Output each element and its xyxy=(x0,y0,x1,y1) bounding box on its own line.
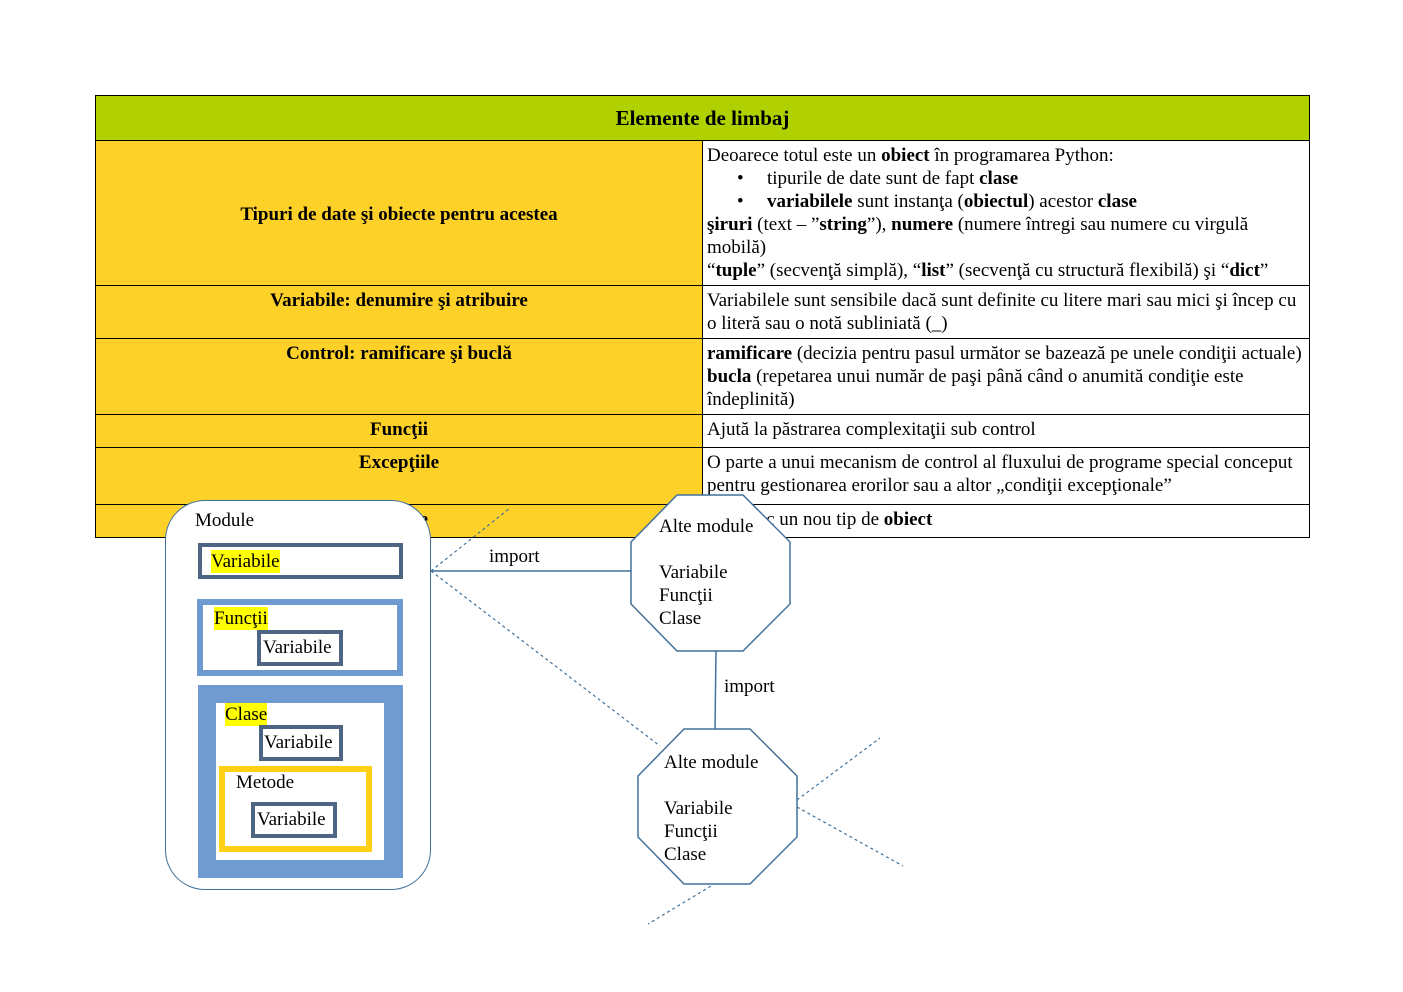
desc-bold: obiectul xyxy=(963,191,1029,212)
desc-bold: dict xyxy=(1229,260,1260,281)
row-desc-exceptions: O parte a unui mecanism de control al fl… xyxy=(702,447,1310,505)
table-row: Variabile: denumire şi atribuire Variabi… xyxy=(95,285,1310,339)
desc-bold: bucla xyxy=(707,366,752,387)
classes-label: Clase xyxy=(225,703,268,726)
desc-bold: numere xyxy=(891,214,954,235)
methods-inner: Metode Variabile xyxy=(225,772,366,846)
desc-text: “ xyxy=(707,260,716,281)
desc-bold: şiruri xyxy=(707,214,753,235)
desc-text: ) acestor xyxy=(1028,191,1098,212)
desc-bold: ramificare xyxy=(707,343,793,364)
variables-label: Variabile xyxy=(257,809,326,830)
row-label-control: Control: ramificare şi buclă xyxy=(95,338,703,415)
methods-label: Metode xyxy=(236,772,295,793)
other-modules-item: Funcţii xyxy=(664,821,718,842)
table-title: Elemente de limbaj xyxy=(95,95,1310,141)
desc-bold: clase xyxy=(979,168,1019,189)
variables-box: Variabile xyxy=(198,543,403,579)
table-row: Excepţiile O parte a unui mecanism de co… xyxy=(95,447,1310,505)
import-label: import xyxy=(724,676,775,697)
dashed-connector xyxy=(796,737,881,801)
desc-bold: obiect xyxy=(881,145,930,166)
other-modules-item: Variabile xyxy=(659,562,728,583)
variables-label: Variabile xyxy=(211,550,280,573)
desc-text: ” (secvenţă cu structură flexibilă) şi “ xyxy=(945,260,1230,281)
desc-bold: clase xyxy=(1097,191,1137,212)
desc-text: tipurile de date sunt de fapt xyxy=(767,168,980,189)
desc-text: (decizia pentru pasul următor se bazează… xyxy=(792,343,1302,364)
row-label-variables: Variabile: denumire şi atribuire xyxy=(95,285,703,339)
dashed-connector xyxy=(647,882,717,925)
import-line xyxy=(714,649,717,730)
desc-bold: list xyxy=(921,260,946,281)
bullet-icon: • xyxy=(737,191,744,212)
desc-text: ” (secvenţă simplă), “ xyxy=(756,260,922,281)
other-modules-item: Clase xyxy=(659,608,702,629)
variables-label: Variabile xyxy=(263,637,332,658)
desc-text: ” xyxy=(1259,260,1269,281)
language-elements-table: Elemente de limbaj Tipuri de date şi obi… xyxy=(95,95,1310,538)
row-desc-variables: Variabilele sunt sensibile dacă sunt def… xyxy=(702,285,1310,339)
dashed-connector xyxy=(796,806,904,867)
desc-text: sunt instanţa ( xyxy=(852,191,964,212)
desc-text: (text – ” xyxy=(752,214,820,235)
class-variables-box: Variabile xyxy=(259,725,343,761)
desc-text: în programarea Python: xyxy=(929,145,1114,166)
row-desc-data-types: Deoarece totul este un obiect în program… xyxy=(702,140,1310,286)
desc-text: (repetarea unui număr de paşi până când … xyxy=(707,366,1244,410)
classes-inner: Clase Variabile Metode Variabile xyxy=(216,703,384,860)
desc-text: ”), xyxy=(866,214,892,235)
dashed-connector xyxy=(430,570,661,747)
other-modules-title: Alte module xyxy=(659,516,754,537)
other-modules-item: Clase xyxy=(664,844,707,865)
functions-box: Funcţii Variabile xyxy=(197,599,403,676)
desc-text: Deoarece totul este un xyxy=(707,145,882,166)
functions-label: Funcţii xyxy=(214,607,268,630)
table-row: Funcţii Ajută la păstrarea complexitaţii… xyxy=(95,414,1310,448)
table-row: Tipuri de date şi obiecte pentru acestea… xyxy=(95,140,1310,286)
desc-bold: obiect xyxy=(883,509,933,530)
desc-bold: variabilele xyxy=(767,191,853,212)
method-variables-box: Variabile xyxy=(251,802,337,838)
other-modules-title: Alte module xyxy=(664,752,759,773)
other-modules-item: Funcţii xyxy=(659,585,713,606)
import-label: import xyxy=(489,546,540,567)
function-variables-box: Variabile xyxy=(257,630,343,666)
variables-label: Variabile xyxy=(264,732,333,753)
desc-bold: tuple xyxy=(715,260,757,281)
classes-box: Clase Variabile Metode Variabile xyxy=(198,685,403,878)
methods-box: Metode Variabile xyxy=(219,766,372,852)
module-label: Module xyxy=(195,510,255,531)
bullet-icon: • xyxy=(737,168,744,189)
other-modules-item: Variabile xyxy=(664,798,733,819)
row-label-functions: Funcţii xyxy=(95,414,703,448)
row-desc-functions: Ajută la păstrarea complexitaţii sub con… xyxy=(702,414,1310,448)
row-desc-classes: Definesc un nou tip de obiect xyxy=(702,504,1310,538)
desc-bold: string xyxy=(819,214,867,235)
row-label-exceptions: Excepţiile xyxy=(95,447,703,505)
row-desc-control: ramificare (decizia pentru pasul următor… xyxy=(702,338,1310,415)
table-row: Control: ramificare şi buclă ramificare … xyxy=(95,338,1310,415)
desc-text: (numere întregi sau numere cu virgulă mo… xyxy=(707,214,1249,258)
row-label-data-types: Tipuri de date şi obiecte pentru acestea xyxy=(95,140,703,286)
functions-inner: Funcţii Variabile xyxy=(203,605,397,670)
